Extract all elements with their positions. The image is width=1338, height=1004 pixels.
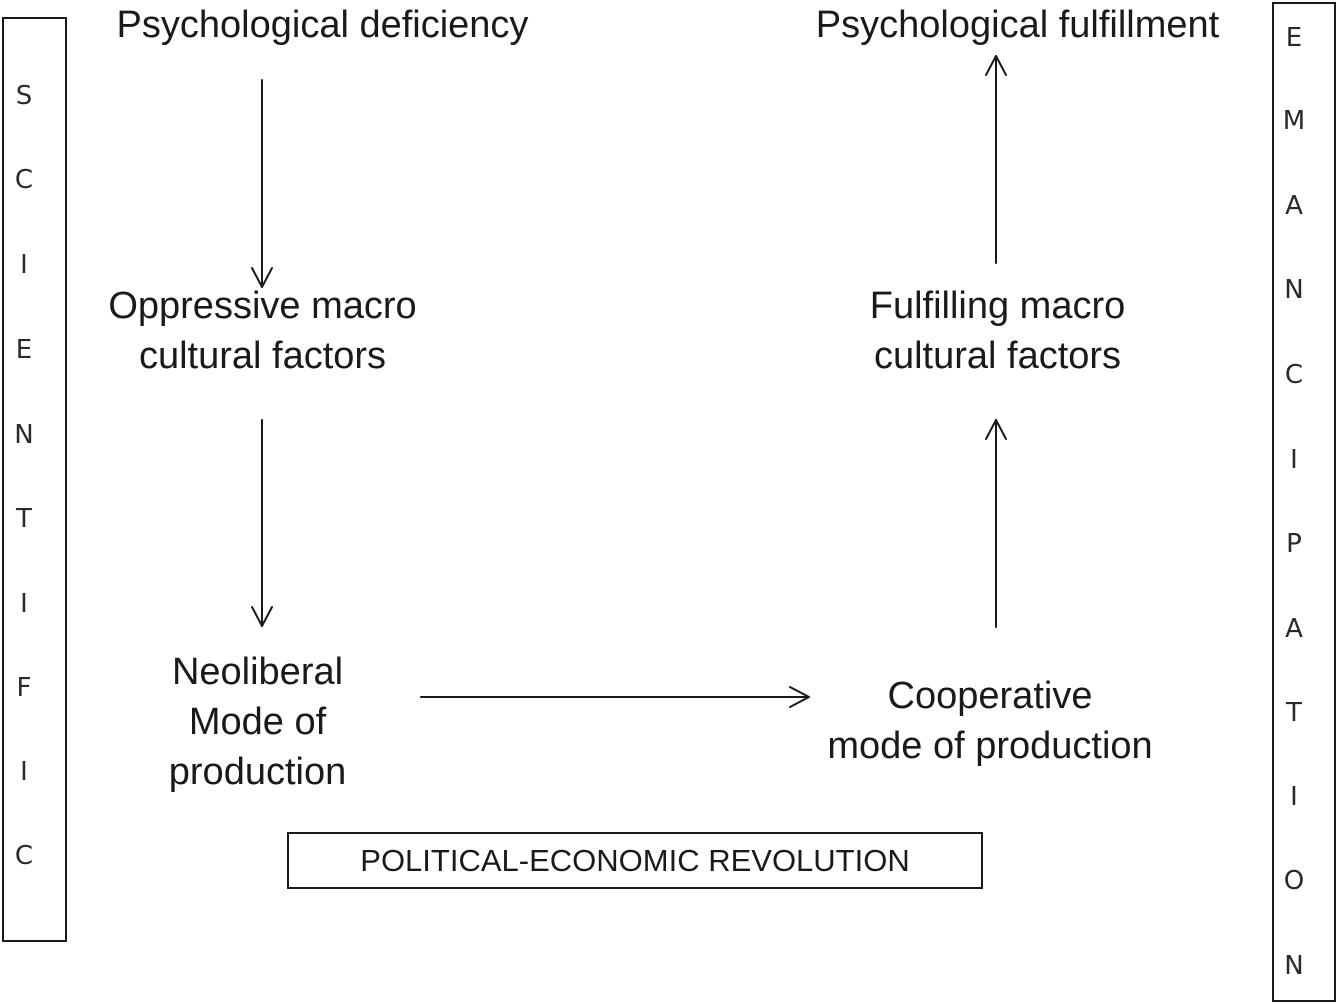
emancipation-letter: T xyxy=(1286,698,1302,728)
scientific-letter: C xyxy=(14,841,34,871)
emancipation-letter: A xyxy=(1285,191,1303,221)
psychological-deficiency-node: Psychological deficiency xyxy=(90,0,555,50)
cooperative-mode-node: Cooperative mode of production xyxy=(800,671,1180,771)
node-label-line: Mode of xyxy=(188,701,327,743)
node-label: Psychological fulfillment xyxy=(815,4,1220,46)
scientific-letter: T xyxy=(16,504,32,534)
fulfilling-factors-node: Fulfilling macro cultural factors xyxy=(815,281,1180,381)
emancipation-letter: E xyxy=(1285,23,1303,53)
emancipation-letter: I xyxy=(1290,445,1298,475)
scientific-letter: I xyxy=(20,757,28,787)
node-label-line: cultural factors xyxy=(873,335,1122,377)
oppressive-factors-node: Oppressive macro cultural factors xyxy=(80,281,445,381)
scientific-letter: S xyxy=(15,81,33,111)
scientific-panel xyxy=(2,17,67,942)
arrow-deficiency-to-oppressive xyxy=(251,79,273,288)
arrow-oppressive-to-neoliberal xyxy=(251,419,273,627)
node-label-line: Neoliberal xyxy=(171,651,344,693)
node-label-line: Cooperative xyxy=(887,675,1093,717)
emancipation-letter: I xyxy=(1290,782,1298,812)
node-label-line: Oppressive macro xyxy=(108,285,417,327)
scientific-letter: C xyxy=(14,165,34,195)
revolution-box: POLITICAL-ECONOMIC REVOLUTION xyxy=(287,832,983,889)
emancipation-panel xyxy=(1272,2,1336,1002)
psychological-fulfillment-node: Psychological fulfillment xyxy=(785,0,1250,50)
emancipation-letter: N xyxy=(1284,951,1304,981)
arrow-fulfilling-to-fulfillment xyxy=(985,55,1007,264)
arrow-cooperative-to-fulfilling xyxy=(985,419,1007,628)
arrow-neoliberal-to-cooperative xyxy=(420,686,810,708)
scientific-letter: F xyxy=(16,673,32,703)
node-label-line: Fulfilling macro xyxy=(869,285,1126,327)
node-label-line: mode of production xyxy=(827,725,1153,767)
neoliberal-mode-node: Neoliberal Mode of production xyxy=(140,647,375,797)
emancipation-letter: M xyxy=(1282,106,1306,136)
scientific-letter: I xyxy=(20,589,28,619)
node-label: Psychological deficiency xyxy=(116,4,529,46)
scientific-letter: N xyxy=(14,420,34,450)
emancipation-letter: N xyxy=(1284,275,1304,305)
node-label-line: cultural factors xyxy=(138,335,387,377)
revolution-label: POLITICAL-ECONOMIC REVOLUTION xyxy=(360,843,910,878)
node-label-line: production xyxy=(168,751,347,793)
emancipation-letter: A xyxy=(1285,614,1303,644)
emancipation-letter: O xyxy=(1283,866,1305,896)
emancipation-letter: C xyxy=(1284,360,1304,390)
scientific-letter: I xyxy=(20,250,28,280)
emancipation-letter: P xyxy=(1286,529,1302,559)
scientific-letter: E xyxy=(15,335,33,365)
